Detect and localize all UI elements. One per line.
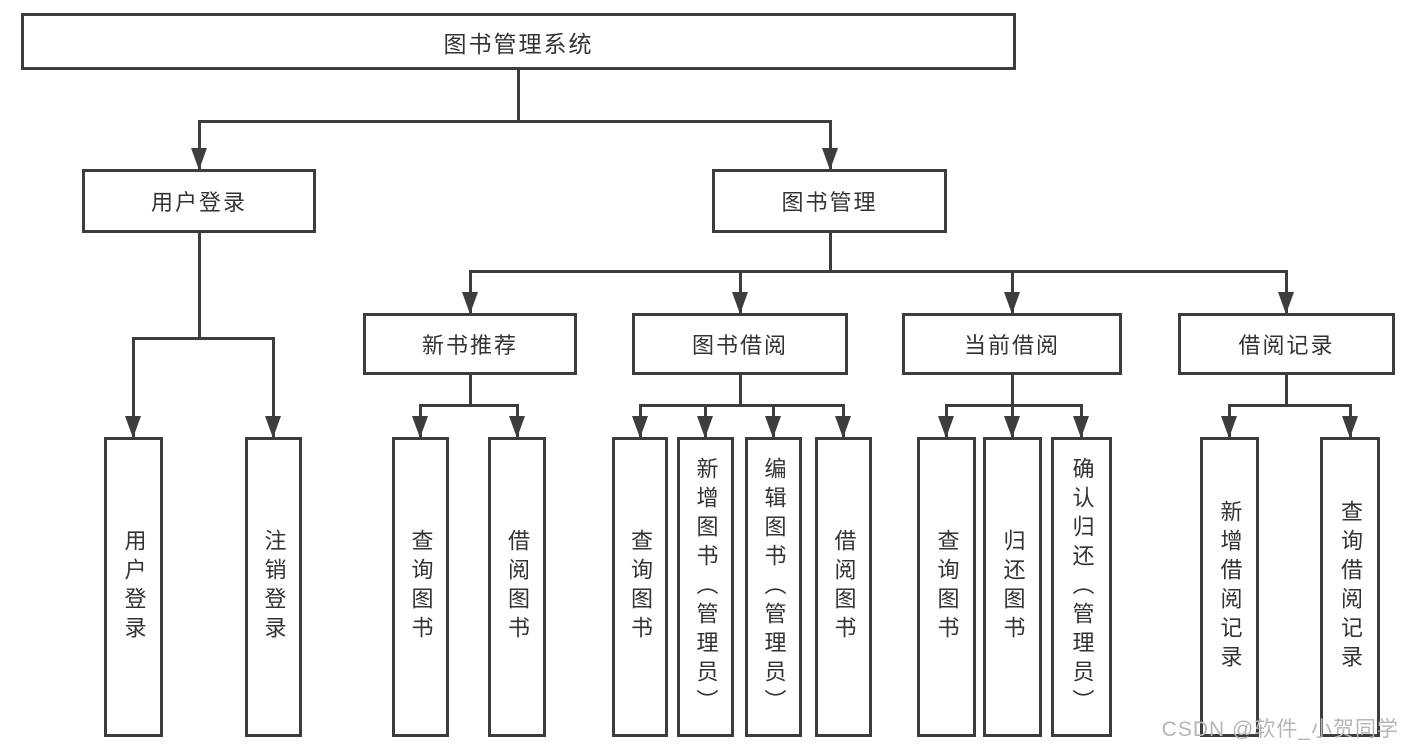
arrow-down-icon — [125, 416, 141, 438]
arrow-down-icon — [1342, 416, 1358, 438]
node-root-label: 图书管理系统 — [443, 30, 594, 57]
node-book-borrowing-label: 图书借阅 — [691, 333, 788, 358]
connector-line — [469, 270, 472, 313]
connector-line — [517, 70, 520, 122]
leaf-query-book-borrowing: 查询图书 — [612, 437, 668, 737]
connector-line — [1011, 270, 1014, 313]
node-book-borrowing: 图书借阅 — [632, 313, 848, 375]
connector-line — [1285, 270, 1288, 313]
connector-line — [198, 120, 201, 169]
arrow-down-icon — [697, 416, 713, 438]
arrow-down-icon — [835, 416, 851, 438]
node-user-login: 用户登录 — [82, 169, 316, 233]
arrow-down-icon — [509, 416, 525, 438]
leaf-confirm-return-admin-label: 确认归还（管理员） — [1069, 456, 1095, 718]
arrow-down-icon — [732, 292, 748, 314]
leaf-confirm-return-admin: 确认归还（管理员） — [1051, 437, 1112, 737]
arrow-down-icon — [765, 416, 781, 438]
leaf-query-book-current-label: 查询图书 — [934, 529, 960, 645]
arrow-down-icon — [462, 292, 478, 314]
arrow-down-icon — [265, 416, 281, 438]
connector-line — [829, 233, 832, 273]
arrow-down-icon — [938, 416, 954, 438]
leaf-borrow-book-borrowing-label: 借阅图书 — [831, 529, 857, 645]
connector-line — [739, 375, 742, 406]
leaf-borrow-book-borrowing: 借阅图书 — [815, 437, 872, 737]
connector-line — [132, 337, 135, 437]
arrow-down-icon — [822, 148, 838, 170]
csdn-watermark: CSDN @软件_小贺同学 — [1161, 718, 1399, 741]
node-user-login-label: 用户登录 — [150, 190, 247, 215]
connector-line — [1285, 375, 1288, 406]
leaf-query-book-recommend-label: 查询图书 — [408, 529, 434, 645]
connector-line — [739, 270, 742, 313]
node-root: 图书管理系统 — [21, 13, 1016, 70]
arrow-down-icon — [1004, 416, 1020, 438]
leaf-edit-book-admin: 编辑图书（管理员） — [745, 437, 802, 737]
leaf-logout: 注销登录 — [245, 437, 302, 737]
connector-line — [469, 375, 472, 406]
connector-line — [1011, 375, 1014, 406]
connector-line — [1228, 404, 1352, 407]
node-borrowing-records-label: 借阅记录 — [1238, 333, 1335, 358]
arrow-down-icon — [191, 148, 207, 170]
leaf-logout-label: 注销登录 — [261, 529, 287, 645]
leaf-edit-book-admin-label: 编辑图书（管理员） — [761, 456, 787, 718]
leaf-add-borrow-record: 新增借阅记录 — [1200, 437, 1259, 737]
arrow-down-icon — [1278, 292, 1294, 314]
leaf-borrow-book-recommend: 借阅图书 — [488, 437, 546, 737]
connector-line — [198, 120, 832, 123]
connector-line — [829, 120, 832, 169]
leaf-return-book: 归还图书 — [983, 437, 1042, 737]
connector-line — [945, 404, 1083, 407]
connector-line — [272, 337, 275, 437]
leaf-user-login-label: 用户登录 — [121, 529, 147, 645]
leaf-user-login: 用户登录 — [104, 437, 163, 737]
node-current-borrowing: 当前借阅 — [902, 313, 1122, 375]
node-borrowing-records: 借阅记录 — [1178, 313, 1395, 375]
node-new-book-recommend: 新书推荐 — [363, 313, 577, 375]
leaf-borrow-book-recommend-label: 借阅图书 — [505, 529, 530, 645]
connector-line — [469, 270, 1288, 273]
arrow-down-icon — [1004, 292, 1020, 314]
leaf-add-book-admin-label: 新增图书（管理员） — [693, 456, 719, 718]
node-book-management: 图书管理 — [712, 169, 947, 233]
connector-line — [419, 404, 519, 407]
arrow-down-icon — [412, 416, 428, 438]
connector-line — [639, 404, 844, 407]
arrow-down-icon — [1073, 416, 1089, 438]
leaf-query-book-current: 查询图书 — [917, 437, 976, 737]
leaf-query-book-borrowing-label: 查询图书 — [628, 529, 653, 645]
arrow-down-icon — [1221, 416, 1237, 438]
leaf-add-book-admin: 新增图书（管理员） — [677, 437, 734, 737]
leaf-query-borrow-record: 查询借阅记录 — [1320, 437, 1380, 737]
leaf-query-borrow-record-label: 查询借阅记录 — [1338, 500, 1363, 674]
leaf-add-borrow-record-label: 新增借阅记录 — [1217, 500, 1243, 674]
node-new-book-recommend-label: 新书推荐 — [421, 333, 518, 358]
leaf-query-book-recommend: 查询图书 — [392, 437, 449, 737]
arrow-down-icon — [632, 416, 648, 438]
connector-line — [198, 233, 201, 339]
node-current-borrowing-label: 当前借阅 — [963, 333, 1060, 358]
node-book-management-label: 图书管理 — [781, 190, 878, 215]
leaf-return-book-label: 归还图书 — [1000, 529, 1026, 645]
connector-line — [132, 337, 275, 340]
